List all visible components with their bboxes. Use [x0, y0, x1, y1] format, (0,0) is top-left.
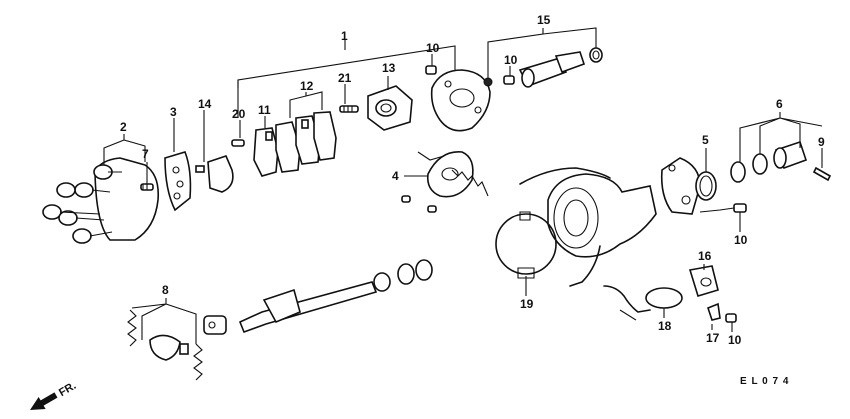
drive-gear-set [730, 140, 832, 183]
ignitor-block [367, 85, 413, 131]
callout-12: 12 [300, 79, 314, 93]
callout-9: 9 [818, 135, 825, 149]
callout-10-bottom: 10 [728, 333, 742, 347]
distributor-shaft [203, 259, 433, 335]
flange-plate [660, 157, 701, 215]
callout-20: 20 [232, 107, 246, 121]
callout-10-top: 10 [426, 41, 440, 55]
screw-10-top [425, 65, 437, 75]
callout-15: 15 [537, 13, 551, 27]
vacuum-screws [401, 195, 437, 213]
callout-19: 19 [520, 297, 534, 311]
distributor-housing [519, 167, 657, 287]
callout-14: 14 [198, 97, 212, 111]
screw-21 [339, 105, 359, 113]
front-direction-indicator: FR. [30, 380, 78, 410]
callout-21: 21 [338, 71, 352, 85]
condenser-wiring [603, 265, 737, 323]
distributor-cap [42, 157, 160, 244]
o-ring-5 [695, 171, 717, 201]
advance-shaft [518, 47, 603, 88]
callout-6: 6 [776, 97, 783, 111]
bracket-segments [253, 111, 337, 177]
diagram-code: E L 0 7 4 [740, 376, 789, 387]
callout-10-mid: 10 [504, 53, 518, 67]
screw-10-right [733, 203, 747, 213]
screw-20 [231, 139, 245, 147]
callout-labels: 1 2 3 4 5 6 7 8 9 10 10 10 10 11 12 13 1… [120, 13, 825, 347]
callout-3: 3 [170, 105, 177, 119]
front-label: FR. [57, 380, 78, 399]
callout-4: 4 [392, 169, 399, 183]
callout-16: 16 [698, 249, 712, 263]
rotor [195, 155, 234, 193]
nut-10 [483, 75, 515, 87]
front-arrow-icon [30, 392, 58, 410]
callout-10-right: 10 [734, 233, 748, 247]
callout-8: 8 [162, 283, 169, 297]
callout-11: 11 [258, 103, 271, 117]
callout-1: 1 [341, 29, 348, 43]
callout-7: 7 [142, 147, 149, 161]
rotor-plate [164, 151, 192, 212]
callout-18: 18 [658, 319, 672, 333]
leader-lines [103, 27, 823, 344]
callout-17: 17 [706, 331, 720, 345]
governor-assembly [127, 309, 203, 381]
callout-5: 5 [702, 133, 709, 147]
callout-13: 13 [382, 61, 396, 75]
breaker-plate [430, 69, 491, 132]
clamp-ring [495, 211, 557, 279]
vacuum-advance-unit [417, 151, 489, 198]
callout-2: 2 [120, 120, 127, 134]
cap-screw [140, 183, 154, 191]
